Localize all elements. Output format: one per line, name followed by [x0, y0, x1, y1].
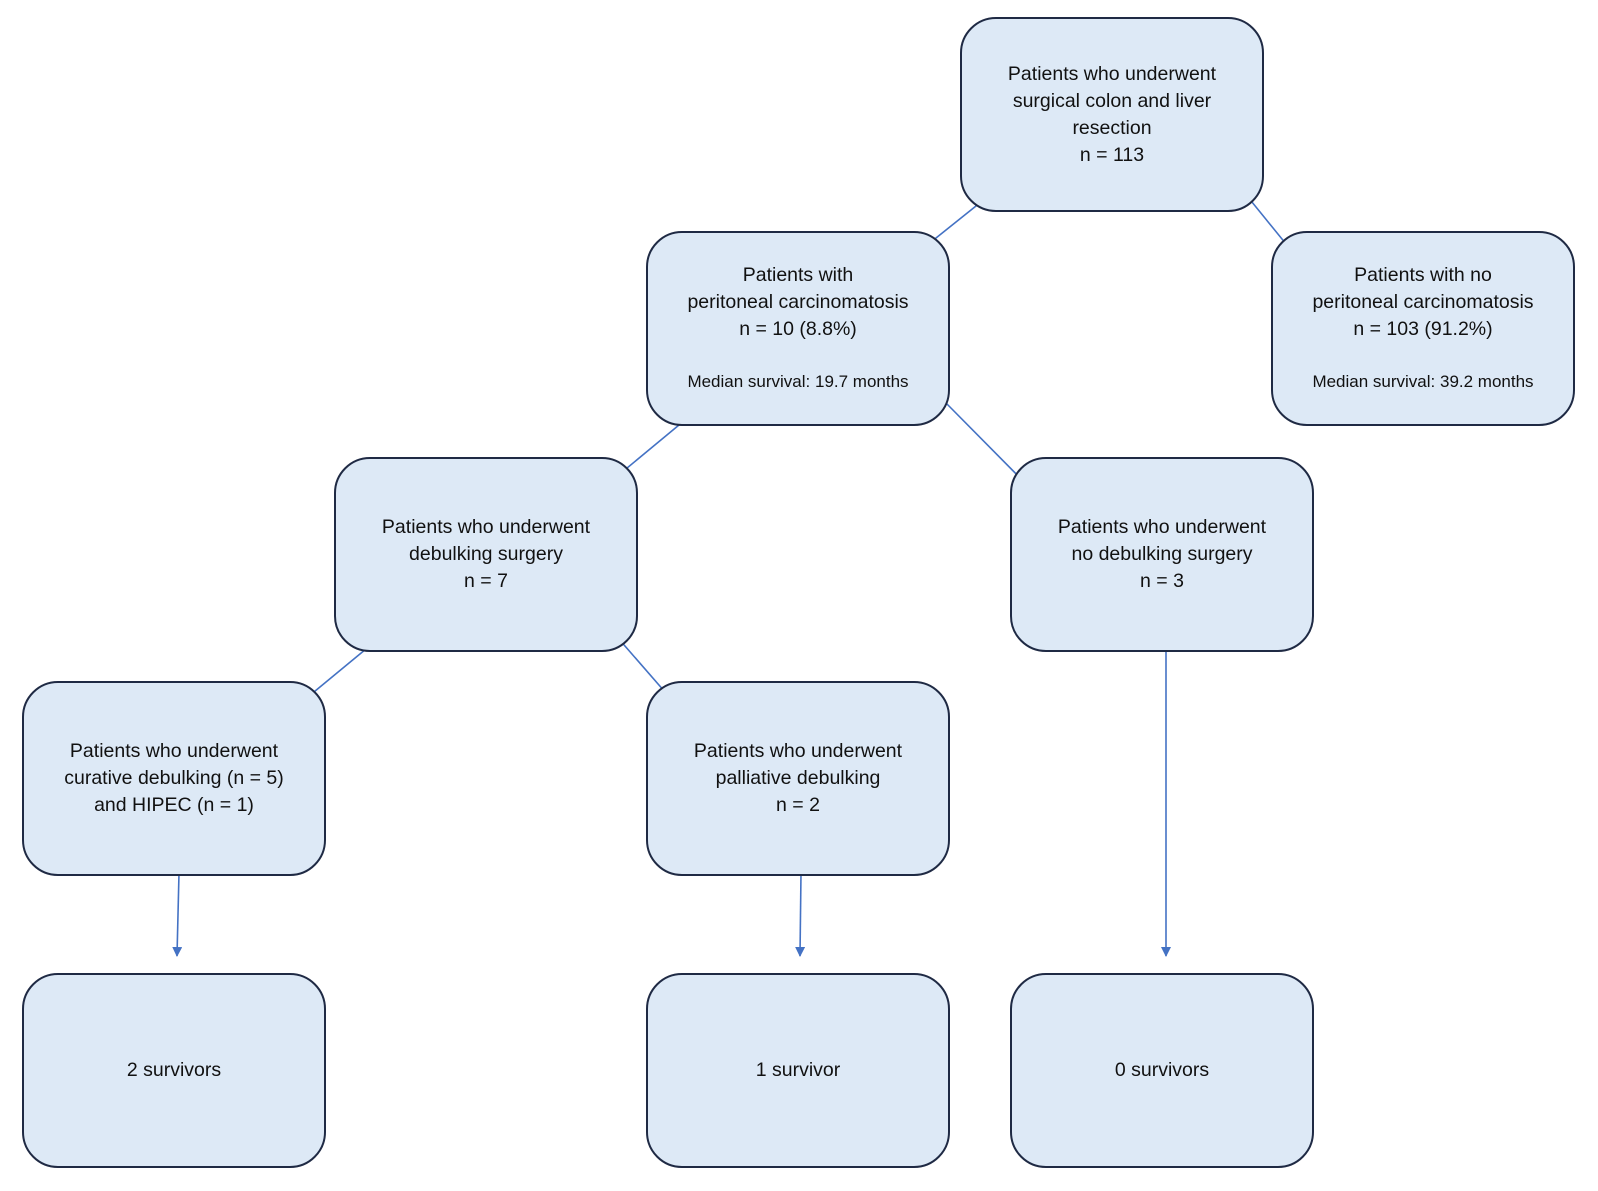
node-text: no debulking surgery — [1071, 543, 1253, 565]
node-all-patients: Patients who underwent surgical colon an… — [960, 17, 1264, 212]
node-text: and HIPEC (n = 1) — [94, 794, 254, 816]
node-peritoneal-carcinomatosis: Patients with peritoneal carcinomatosis … — [646, 231, 950, 426]
survivor-count: 0 survivors — [1114, 1059, 1210, 1081]
node-text: peritoneal carcinomatosis — [1312, 291, 1534, 313]
node-no-debulking-surgery: Patients who underwent no debulking surg… — [1010, 457, 1314, 652]
median-survival: Median survival: 39.2 months — [1312, 372, 1534, 391]
node-count: n = 2 — [776, 794, 820, 816]
node-text: Patients who underwent — [381, 516, 591, 538]
node-text: resection — [1072, 116, 1152, 139]
node-text: Patients who underwent — [1007, 62, 1217, 85]
node-text: Patients who underwent — [69, 740, 279, 762]
survivor-count: 1 survivor — [755, 1059, 841, 1081]
arrow-curative-to-survivors — [172, 872, 183, 957]
node-text: debulking surgery — [409, 543, 563, 565]
median-survival: Median survival: 19.7 months — [687, 372, 909, 391]
node-count: n = 7 — [464, 570, 508, 592]
node-text: palliative debulking — [715, 767, 881, 789]
node-debulking-surgery: Patients who underwent debulking surgery… — [334, 457, 638, 652]
node-count: n = 113 — [1079, 143, 1145, 166]
node-text: Patients with — [742, 264, 854, 286]
node-palliative-debulking: Patients who underwent palliative debulk… — [646, 681, 950, 876]
node-count: n = 10 (8.8%) — [739, 318, 857, 340]
node-count: n = 3 — [1140, 570, 1184, 592]
node-survivors-no-debulking: 0 survivors — [1010, 973, 1314, 1168]
node-count: n = 103 (91.2%) — [1353, 318, 1493, 340]
node-no-peritoneal-carcinomatosis: Patients with no peritoneal carcinomatos… — [1271, 231, 1575, 426]
node-text: curative debulking (n = 5) — [64, 767, 284, 789]
node-text: Patients with no — [1354, 264, 1492, 286]
node-text: Patients who underwent — [1057, 516, 1267, 538]
survivor-count: 2 survivors — [126, 1059, 222, 1081]
node-text: peritoneal carcinomatosis — [687, 291, 909, 313]
node-curative-debulking: Patients who underwent curative debulkin… — [22, 681, 326, 876]
node-survivors-palliative: 1 survivor — [646, 973, 950, 1168]
node-survivors-curative: 2 survivors — [22, 973, 326, 1168]
node-text: surgical colon and liver — [1012, 89, 1212, 112]
node-text: Patients who underwent — [693, 740, 903, 762]
arrow-palliative-to-survivors — [795, 872, 806, 957]
